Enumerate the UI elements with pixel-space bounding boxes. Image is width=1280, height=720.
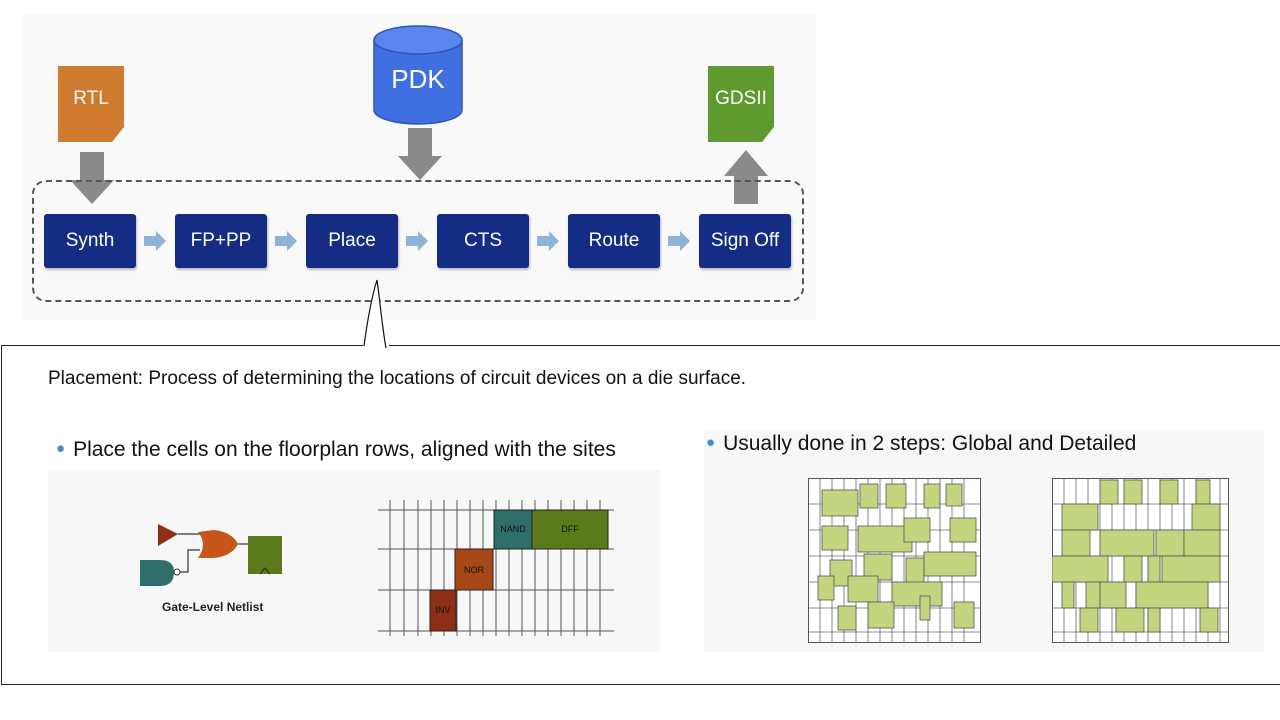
step-synth-label: Synth [65,230,115,251]
inv-cell [429,589,457,632]
flow-arrow-icon [275,231,297,251]
step-fp-pp: FP+PP [175,214,267,268]
rtl-document: RTL [58,66,124,142]
flow-arrow-icon [406,231,428,251]
netlist-label: Gate-Level Netlist [162,600,264,614]
step-route: Route [568,214,660,268]
placement-grid: NAND DFF NOR INV [378,500,614,636]
dff-cell [531,509,609,550]
rtl-down-arrow [70,152,114,204]
pdk-down-arrow [398,128,442,180]
dff-cell-label: DFF [561,524,579,534]
pdk-database-icon [373,25,463,125]
nor-cell [454,548,494,591]
step-fp-pp-label: FP+PP [190,230,252,251]
flow-arrow-icon [144,231,166,251]
flow-arrow-icon [668,231,690,251]
bullet-left: ● Place the cells on the floorplan rows, … [56,438,616,462]
gdsii-document: GDSII [708,66,774,142]
nand-cell [493,509,533,550]
inv-cell-label: INV [435,605,450,615]
flow-arrow-icon [537,231,559,251]
bullet-dot-icon: ● [56,440,66,457]
buffer-gate-icon [158,524,178,546]
gdsii-up-arrow [724,150,768,204]
global-placement-grid [808,478,981,643]
nand-cell-label: NAND [500,524,526,534]
step-route-label: Route [588,230,640,251]
step-place: Place [306,214,398,268]
callout-pointer [363,279,389,350]
gate-level-netlist-diagram [140,524,282,586]
step-sign-off-label: Sign Off [710,230,780,251]
bullet-right-text: Usually done in 2 steps: Global and Deta… [723,432,1137,455]
placement-definition: Placement: Process of determining the lo… [48,368,747,389]
step-sign-off: Sign Off [699,214,791,268]
step-cts-label: CTS [464,230,502,251]
bullet-right: ● Usually done in 2 steps: Global and Det… [706,432,1136,456]
or-gate-icon [198,530,238,558]
step-synth: Synth [44,214,136,268]
pdk-label: PDK [391,64,445,94]
step-place-label: Place [328,230,376,251]
bullet-dot-icon: ● [706,434,716,451]
gdsii-label: GDSII [715,88,767,109]
nand-gate-icon [140,560,174,586]
flow-dashed-border [32,180,804,302]
detailed-placement-grid [1052,478,1229,643]
bullet-left-text: Place the cells on the floorplan rows, a… [73,438,616,461]
rtl-label: RTL [73,88,109,109]
nor-cell-label: NOR [464,565,485,575]
step-cts: CTS [437,214,529,268]
